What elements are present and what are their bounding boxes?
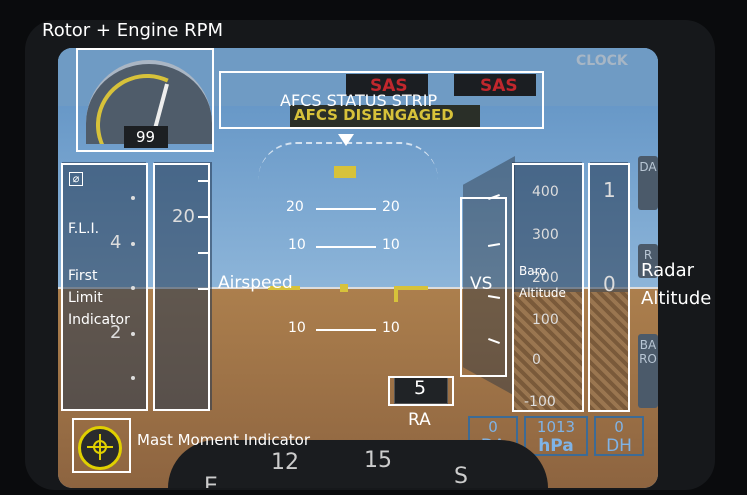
baro-caption-line1: Baro [519, 264, 547, 278]
rotor-rpm-annotation-box [76, 48, 214, 152]
fli-caption-line1: First [68, 268, 98, 284]
fli-annotation-box [61, 163, 148, 411]
pitch-line-up20 [316, 208, 376, 210]
compass-rose [168, 440, 548, 488]
pitch-line-up10 [316, 246, 376, 248]
baro-scale-minus100: -100 [524, 394, 556, 410]
mast-moment-indicator [78, 426, 122, 470]
radar-altitude-annotation-box [588, 163, 630, 412]
fli-scale-4: 4 [110, 232, 122, 253]
compass-heading-12: 12 [271, 450, 299, 475]
ra-annotation-box [388, 376, 454, 406]
baro-altitude-tape [512, 162, 582, 292]
clock-label[interactable]: CLOCK [576, 53, 628, 69]
airspeed-tick-2 [198, 216, 210, 218]
vs-caption: VS [470, 274, 493, 294]
mast-moment-caption: Mast Moment Indicator [137, 431, 310, 449]
fli-tick-dot-1 [131, 196, 135, 200]
hpa-setting-label: hPa [538, 436, 574, 456]
airspeed-scale-20: 20 [172, 206, 195, 227]
ra-readout-box [394, 376, 448, 404]
airspeed-tick-1 [198, 180, 210, 182]
fli-tick-dot-4 [131, 332, 135, 336]
aircraft-symbol-center [340, 284, 348, 292]
pitch-label-down10-left: 10 [288, 320, 306, 336]
radar-altitude-tape [590, 162, 628, 292]
horizon-line [58, 287, 658, 289]
rpm-readout-box [124, 126, 168, 148]
afcs-status-text: AFCS DISENGAGED [294, 106, 454, 124]
afcs-annunciator [290, 105, 480, 127]
mast-moment-annotation-box [72, 418, 131, 473]
airspeed-tape [154, 162, 212, 410]
aircraft-symbol-right-leg [394, 286, 398, 302]
dh-setting-box[interactable]: 0 DH [594, 416, 644, 456]
fli-caption-short: F.L.I. [68, 221, 100, 237]
radar-altitude-ground-hatch [590, 292, 628, 410]
fli-tick-dot-2 [131, 242, 135, 246]
compass-heading-e: E [204, 474, 218, 488]
r-side-tab[interactable]: R [638, 244, 658, 278]
afcs-strip-caption: AFCS STATUS STRIP [280, 91, 438, 110]
roll-scale [258, 142, 438, 180]
baro-scale-100: 100 [532, 312, 559, 328]
airspeed-tick-4 [198, 288, 210, 290]
sas-left-label: SAS [370, 76, 408, 96]
hpa-setting-value: 1013 [536, 418, 576, 436]
mmi-center-circle [93, 440, 107, 454]
fli-fail-icon: ⌀ [69, 172, 83, 186]
ra-caption: RA [408, 410, 431, 430]
radar-scale-1: 1 [603, 178, 616, 202]
baro-scale-200: 200 [532, 270, 559, 286]
pitch-label-up10-left: 10 [288, 237, 306, 253]
dh-setting-value: 0 [614, 418, 624, 436]
baro-scale-300: 300 [532, 227, 559, 243]
rotor-rpm-caption: Rotor + Engine RPM [42, 20, 224, 41]
fli-caption-line2: Limit [68, 290, 103, 306]
fli-tick-dot-3 [131, 286, 135, 290]
aircraft-symbol-right [394, 286, 428, 290]
pitch-label-up20-right: 20 [382, 199, 400, 215]
da-side-tab[interactable]: DA [638, 156, 658, 210]
primary-flight-display: CLOCK SAS SAS AFCS DISENGAGED 20 20 10 1… [58, 48, 658, 488]
baro-side-tab[interactable]: BARO [638, 334, 658, 408]
compass-heading-15: 15 [364, 448, 392, 473]
pitch-marker [334, 166, 356, 178]
compass-heading-s: S [454, 464, 468, 488]
sas-right-label: SAS [480, 76, 518, 96]
airspeed-annotation-box [153, 163, 210, 411]
hpa-setting-box[interactable]: 1013 hPa [524, 416, 588, 456]
ra-readout-value: 5 [414, 377, 427, 399]
fli-caption-line3: Indicator [68, 312, 130, 328]
aircraft-symbol-left [268, 286, 300, 290]
baro-caption-line2: Altitude [519, 286, 566, 300]
airspeed-caption: Airspeed [218, 273, 293, 293]
baro-scale-0: 0 [532, 352, 541, 368]
sas-annunciator-right [454, 74, 536, 96]
radar-caption-line2: Altitude [641, 288, 712, 309]
baro-altitude-ground-hatch [512, 292, 582, 410]
baro-scale-400: 400 [532, 184, 559, 200]
fli-scale-2: 2 [110, 322, 122, 343]
airspeed-tick-3 [198, 252, 210, 254]
vs-annotation-box [460, 197, 507, 377]
rpm-readout-value: 99 [136, 128, 156, 146]
pitch-label-up20-left: 20 [286, 199, 304, 215]
baro-altitude-annotation-box [512, 163, 584, 412]
pitch-line-down10 [316, 329, 376, 331]
pitch-label-down10-right: 10 [382, 320, 400, 336]
fli-tick-dot-5 [131, 376, 135, 380]
dh-setting-label: DH [606, 436, 632, 456]
radar-caption-line1: Radar [641, 260, 694, 281]
da-setting-value: 0 [488, 418, 498, 436]
pitch-label-up10-right: 10 [382, 237, 400, 253]
radar-scale-0: 0 [603, 272, 616, 296]
sas-annunciator-left [346, 74, 428, 96]
afcs-strip-annotation-box [219, 71, 544, 129]
